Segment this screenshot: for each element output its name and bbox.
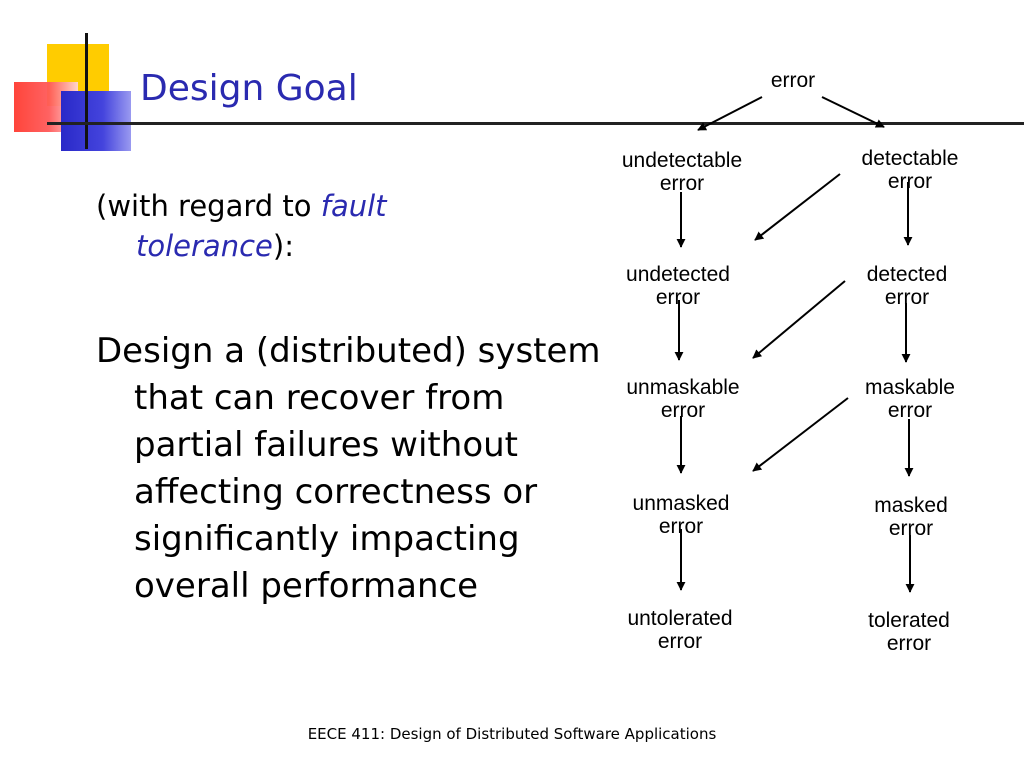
node-unmaskable-line-0: unmaskable — [626, 376, 739, 399]
arrow-error-to-undetectable — [697, 96, 763, 131]
node-detected-line-0: detected — [867, 263, 948, 286]
node-undetected-line-0: undetected — [626, 263, 730, 286]
body-text: Design a (distributed) system that can r… — [96, 331, 601, 606]
node-undetectable-line-0: undetectable — [622, 149, 742, 172]
arrow-error-to-detectable — [821, 96, 885, 128]
node-detectable-line-1: error — [888, 170, 932, 193]
node-error-line-0: error — [771, 69, 815, 92]
node-untolerated-line-0: untolerated — [627, 607, 732, 630]
logo-vertical-line — [85, 33, 88, 149]
node-detectable-line-0: detectable — [862, 147, 959, 170]
node-untolerated-line-1: error — [658, 630, 702, 653]
node-masked-line-0: masked — [874, 494, 948, 517]
node-undetected-line-1: error — [656, 286, 700, 309]
subtitle-emphasis: fault tolerance — [136, 189, 387, 263]
subtitle-suffix: ): — [272, 229, 294, 263]
node-error: error — [771, 69, 815, 92]
footer: EECE 411: Design of Distributed Software… — [307, 725, 717, 743]
node-unmasked-line-0: unmasked — [633, 492, 730, 515]
node-unmasked-line-1: error — [659, 515, 703, 538]
arrow-maskable-to-unmasked — [752, 397, 849, 472]
node-undetectable-line-1: error — [660, 172, 704, 195]
node-detected-line-1: error — [885, 286, 929, 309]
arrow-detectable-to-undetected — [754, 173, 841, 241]
node-tolerated-line-1: error — [887, 632, 931, 655]
slide-title: Design Goal — [140, 68, 358, 109]
subtitle: (with regard to fault tolerance): — [96, 186, 496, 266]
logo-blue-square — [61, 91, 131, 151]
node-unmaskable-line-1: error — [661, 399, 705, 422]
subtitle-prefix: (with regard to — [96, 189, 321, 223]
node-tolerated-line-0: tolerated — [868, 609, 950, 632]
error-classification-diagram: errorundetectableerrordetectableerrorund… — [622, 69, 959, 655]
node-masked-line-1: error — [889, 517, 933, 540]
node-maskable-line-0: maskable — [865, 376, 955, 399]
node-maskable-line-1: error — [888, 399, 932, 422]
title-rule — [47, 122, 1024, 125]
arrow-detected-to-unmaskable — [752, 280, 846, 359]
